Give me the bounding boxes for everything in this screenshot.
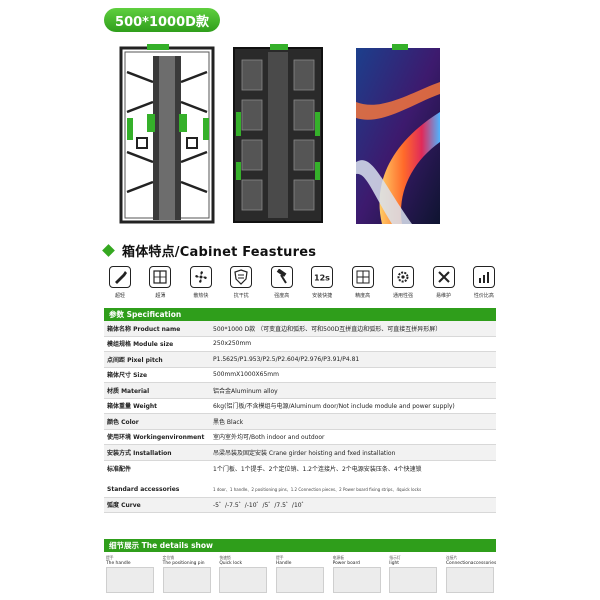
brush-icon [109, 266, 131, 288]
detail-item: 提手 Handle [275, 555, 324, 593]
detail-item: 电源板 Power board [332, 555, 381, 593]
details-heading: 细节展示 The details show [104, 539, 496, 552]
accessories-value-en: 1 door、1 handle、2 positioning pins、1.2 C… [213, 486, 422, 492]
detail-item: 连接片 Connectionaccessories [445, 555, 496, 593]
feature-thin: 超薄 [142, 266, 178, 299]
positioning-pin-photo [162, 567, 211, 593]
feature-strength: 强度高 [264, 266, 300, 299]
feature-universal: 通用性强 [385, 266, 421, 299]
features-heading: 箱体特点/Cabinet Feastures [102, 241, 316, 260]
quick-lock-photo [219, 567, 268, 593]
accessories-label-cn: 标准配件 [107, 465, 132, 473]
connection-accessories-photo [445, 567, 494, 593]
thin-frame-icon [149, 266, 172, 288]
detail-item: 定位销 The positioning pin [162, 555, 211, 593]
light-photo [389, 567, 438, 593]
power-board-photo [332, 567, 381, 593]
shield-icon [230, 266, 253, 288]
feature-interference: 抗干扰 [223, 266, 259, 299]
cabinet-front-image [356, 44, 440, 224]
cabinet-back-image [119, 44, 215, 224]
feature-light: 超轻 [102, 266, 138, 299]
features-row: 超轻 超薄 散热快 抗干扰 强度高 12s 安装快捷 精度高 [102, 266, 502, 299]
feature-precision: 精度高 [345, 266, 381, 299]
handle-photo-2 [275, 567, 324, 593]
tools-icon [432, 266, 455, 288]
handle-photo [106, 567, 154, 593]
table-row-curve: 弧度 Curve-5゜/-7.5゜/-10゜/5゜/7.5゜/10゜ [104, 497, 496, 513]
details-row: 提手 The handle 定位销 The positioning pin 快速… [104, 555, 496, 593]
feature-heat: 散热快 [183, 266, 219, 299]
fan-icon [189, 266, 212, 288]
detail-item: 快速锁 Quick lock [219, 555, 268, 593]
detail-item: 提手 The handle [106, 555, 154, 593]
svg-text:12s: 12s [314, 274, 330, 283]
gear-icon [392, 266, 415, 288]
hammer-icon [270, 266, 293, 288]
bar-chart-icon [472, 266, 495, 288]
feature-maintain: 易维护 [426, 266, 462, 299]
accessories-label-en: Standard accessories [107, 485, 180, 493]
12s-icon: 12s [311, 266, 334, 288]
cabinet-inner-image [233, 44, 323, 223]
detail-item: 指示灯 light [389, 555, 438, 593]
diamond-bullet-icon [102, 244, 115, 257]
details-section: 细节展示 The details show 提手 The handle 定位销 … [104, 539, 496, 593]
feature-install: 12s 安装快捷 [304, 266, 340, 299]
accessories-value-cn: 1个门板、1个提手、2个定位销、1.2个连接片、2个电源安装压条、4个快速锁 [213, 465, 422, 473]
product-title: 500*1000D款 [104, 8, 220, 32]
table-row-accessories: 标准配件 Standard accessories 1个门板、1个提手、2个定位… [104, 461, 496, 498]
grid-icon [351, 266, 374, 288]
feature-value: 性价比高 [466, 266, 502, 299]
spec-heading: 参数 Specification [104, 308, 496, 321]
